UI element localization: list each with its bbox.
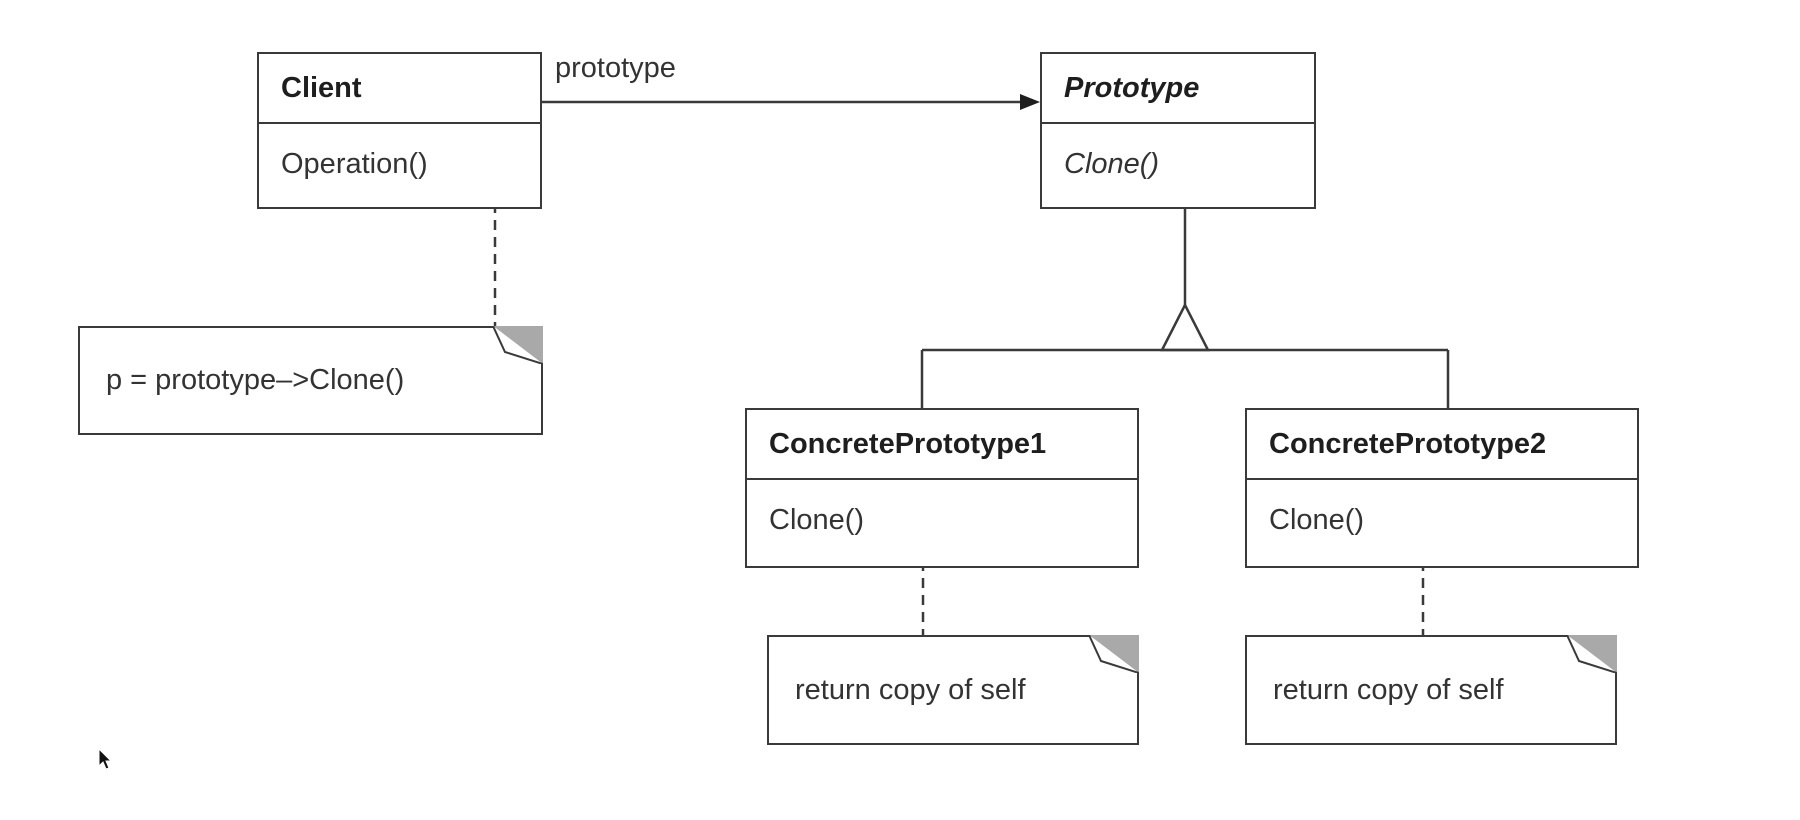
client-operation-label: Operation() [281,147,428,180]
client-class-name: Client [259,54,540,124]
concrete-prototype-1-class-name: ConcretePrototype1 [747,410,1137,480]
concrete-prototype-2-class-name: ConcretePrototype2 [1247,410,1637,480]
client-class-box: Client Operation() [257,52,542,209]
concrete-prototype-2-operation: Clone() [1247,480,1637,560]
concrete-prototype-2-operation-label: Clone() [1269,503,1365,536]
concrete-prototype-2-note-corner-icon [1567,635,1617,673]
concrete-prototype-1-operation-label: Clone() [769,503,865,536]
concrete-prototype-1-note-text: return copy of self [795,673,1026,706]
inheritance-triangle-icon [1159,302,1211,352]
client-note-corner-icon [493,326,543,364]
concrete-prototype-2-note-text: return copy of self [1273,673,1504,706]
concrete-prototype-1-note-corner-icon [1089,635,1139,673]
concrete-prototype-1-operation: Clone() [747,480,1137,560]
concrete-prototype-1-note: return copy of self [767,635,1139,745]
prototype-operation-label: Clone() [1064,147,1160,180]
prototype-operation: Clone() [1042,124,1314,204]
prototype-class-box: Prototype Clone() [1040,52,1316,209]
client-operation: Operation() [259,124,540,204]
client-note-text: p = prototype–>Clone() [106,364,405,396]
client-note: p = prototype–>Clone() [78,326,543,435]
association-label: prototype [555,52,676,84]
association-arrowhead-icon [1020,94,1040,110]
mouse-pointer-icon [98,748,112,770]
concrete-prototype-2-class-box: ConcretePrototype2 Clone() [1245,408,1639,568]
concrete-prototype-1-class-box: ConcretePrototype1 Clone() [745,408,1139,568]
concrete-prototype-2-note: return copy of self [1245,635,1617,745]
prototype-class-name: Prototype [1042,54,1314,124]
